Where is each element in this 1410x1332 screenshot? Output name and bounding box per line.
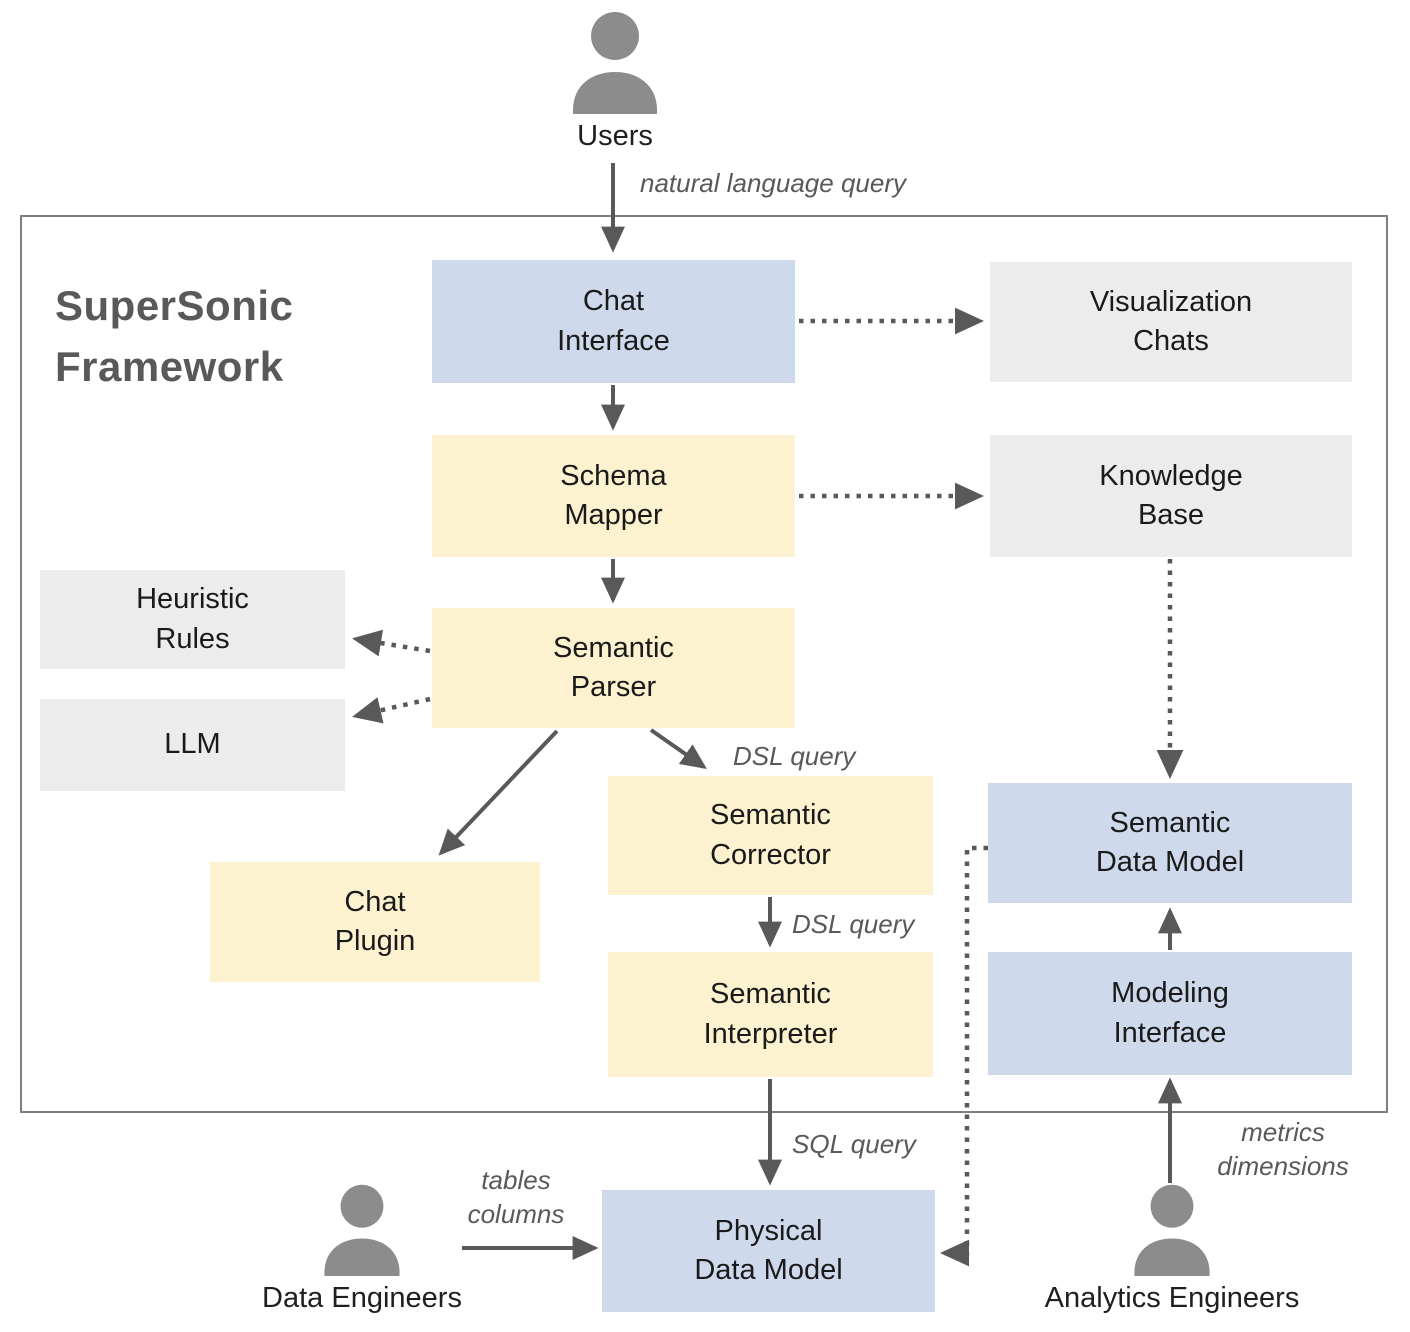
node-semantic-data-model: Semantic Data Model bbox=[988, 783, 1352, 903]
actor-analytics-engineers: Analytics Engineers bbox=[1022, 1183, 1322, 1315]
edge-label-sql-query: SQL query bbox=[792, 1129, 916, 1159]
node-semantic-interpreter: Semantic Interpreter bbox=[608, 952, 933, 1077]
edge-label-dsl-query-1: DSL query bbox=[733, 741, 856, 771]
node-knowledge-base: Knowledge Base bbox=[990, 435, 1352, 557]
actor-data-engineers: Data Engineers bbox=[212, 1183, 512, 1315]
edge-label-natural-language-query: natural language query bbox=[640, 168, 906, 198]
data-engineers-label: Data Engineers bbox=[262, 1282, 462, 1314]
actor-users: Users bbox=[465, 10, 765, 153]
data-engineer-icon bbox=[324, 1184, 400, 1276]
framework-title: SuperSonic Framework bbox=[55, 282, 294, 390]
node-chat-plugin: Chat Plugin bbox=[210, 862, 540, 982]
node-chat-interface: Chat Interface bbox=[432, 260, 795, 383]
node-semantic-parser: Semantic Parser bbox=[432, 608, 795, 728]
node-visualization-chats: Visualization Chats bbox=[990, 262, 1352, 382]
edge-label-metrics-dimensions: metrics dimensions bbox=[1217, 1117, 1349, 1181]
node-physical-data-model: Physical Data Model bbox=[602, 1190, 935, 1312]
analytics-engineer-icon bbox=[1134, 1184, 1210, 1276]
user-icon bbox=[573, 12, 657, 114]
node-llm: LLM bbox=[40, 699, 345, 791]
node-heuristic-rules: Heuristic Rules bbox=[40, 570, 345, 669]
edge-label-tables-columns: tables columns bbox=[467, 1165, 565, 1229]
analytics-engineers-label: Analytics Engineers bbox=[1044, 1282, 1300, 1314]
node-modeling-interface: Modeling Interface bbox=[988, 952, 1352, 1075]
users-label: Users bbox=[577, 120, 653, 152]
node-schema-mapper: Schema Mapper bbox=[432, 435, 795, 557]
node-semantic-corrector: Semantic Corrector bbox=[608, 776, 933, 895]
edge-label-dsl-query-2: DSL query bbox=[792, 909, 915, 939]
